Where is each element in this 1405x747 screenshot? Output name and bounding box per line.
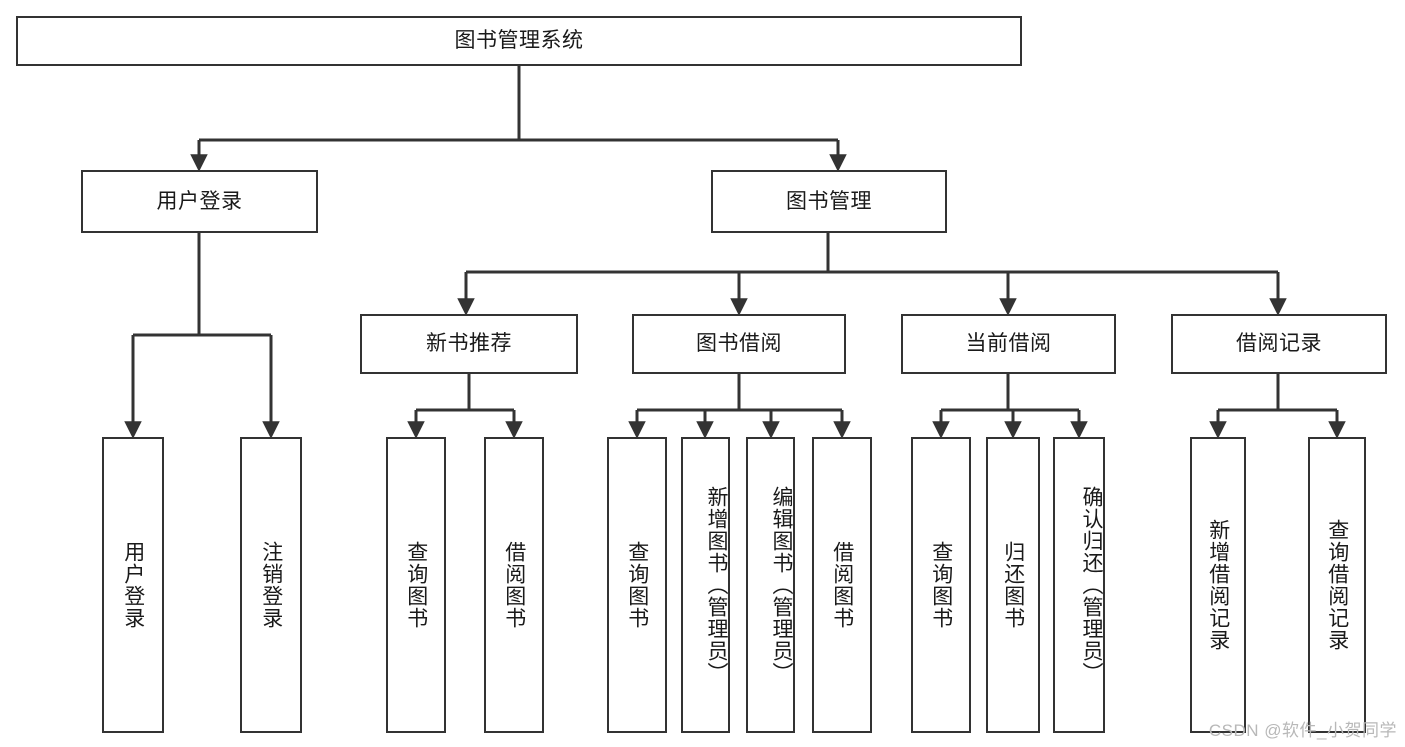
node-borrow-records-label: 借阅记录	[1236, 332, 1322, 356]
node-book-borrow[interactable]: 图书借阅	[632, 314, 846, 374]
leaf-query-borrow-record-label: 查询借阅记录	[1325, 519, 1349, 651]
leaf-query-book-newbook-label: 查询图书	[404, 541, 428, 629]
leaf-query-book-current[interactable]: 查询图书	[911, 437, 971, 733]
leaf-borrow-book-label: 借阅图书	[830, 541, 854, 629]
leaf-query-borrow-record[interactable]: 查询借阅记录	[1308, 437, 1366, 733]
leaf-edit-book-admin[interactable]: 编辑图书（管理员）	[746, 437, 795, 733]
node-book-management[interactable]: 图书管理	[711, 170, 947, 233]
leaf-return-book-label: 归还图书	[1001, 541, 1025, 629]
node-book-borrow-label: 图书借阅	[696, 332, 782, 356]
leaf-add-book-admin-label: 新增图书（管理员）	[705, 486, 728, 684]
node-book-management-label: 图书管理	[786, 189, 872, 213]
node-root-label: 图书管理系统	[454, 29, 584, 53]
leaf-user-login[interactable]: 用户登录	[102, 437, 164, 733]
leaf-borrow-book-newbook-label: 借阅图书	[502, 541, 526, 629]
node-current-borrow[interactable]: 当前借阅	[901, 314, 1116, 374]
leaf-user-login-label: 用户登录	[121, 541, 145, 629]
node-new-book-recommend[interactable]: 新书推荐	[360, 314, 578, 374]
leaf-borrow-book[interactable]: 借阅图书	[812, 437, 872, 733]
node-new-book-recommend-label: 新书推荐	[426, 332, 512, 356]
node-root[interactable]: 图书管理系统	[16, 16, 1022, 66]
csdn-watermark: CSDN @软件_小贺同学	[1208, 721, 1397, 740]
leaf-add-borrow-record[interactable]: 新增借阅记录	[1190, 437, 1246, 733]
leaf-add-book-admin[interactable]: 新增图书（管理员）	[681, 437, 730, 733]
leaf-logout-label: 注销登录	[259, 541, 283, 629]
leaf-add-borrow-record-label: 新增借阅记录	[1206, 519, 1230, 651]
leaf-confirm-return-admin-label: 确认归还（管理员）	[1080, 486, 1103, 684]
leaf-query-book-borrow-label: 查询图书	[625, 541, 649, 629]
node-user-login[interactable]: 用户登录	[81, 170, 318, 233]
node-user-login-label: 用户登录	[156, 189, 243, 213]
leaf-logout[interactable]: 注销登录	[240, 437, 302, 733]
leaf-query-book-current-label: 查询图书	[929, 541, 953, 629]
leaf-query-book-borrow[interactable]: 查询图书	[607, 437, 667, 733]
leaf-confirm-return-admin[interactable]: 确认归还（管理员）	[1053, 437, 1105, 733]
leaf-edit-book-admin-label: 编辑图书（管理员）	[770, 486, 793, 684]
leaf-return-book[interactable]: 归还图书	[986, 437, 1040, 733]
node-current-borrow-label: 当前借阅	[965, 332, 1052, 356]
leaf-query-book-newbook[interactable]: 查询图书	[386, 437, 446, 733]
leaf-borrow-book-newbook[interactable]: 借阅图书	[484, 437, 544, 733]
node-borrow-records[interactable]: 借阅记录	[1171, 314, 1387, 374]
